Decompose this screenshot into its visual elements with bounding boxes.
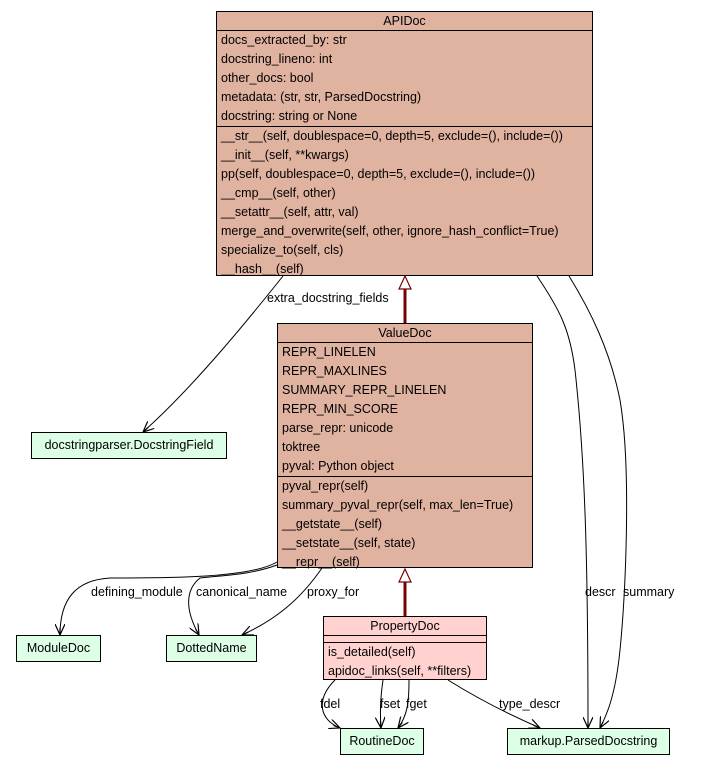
attributes-section: [324, 636, 486, 643]
method-row: __hash__(self): [221, 262, 304, 276]
class-routinedoc[interactable]: RoutineDoc: [340, 728, 424, 755]
edge-label-summary: summary: [623, 585, 675, 599]
edge-extra-docstring-fields: [143, 275, 284, 432]
attribute-row: REPR_MIN_SCORE: [282, 402, 398, 416]
method-row: __str__(self, doublespace=0, depth=5, ex…: [221, 129, 563, 143]
edge-label-descr: descr: [585, 585, 616, 599]
method-row: summary_pyval_repr(self, max_len=True): [282, 498, 514, 512]
class-name: PropertyDoc: [324, 617, 486, 636]
class-name: markup.ParsedDocstring: [519, 734, 658, 748]
class-docstringfield[interactable]: docstringparser.DocstringField: [31, 432, 227, 459]
attributes-section: docs_extracted_by: str docstring_lineno: …: [217, 31, 592, 127]
methods-section: __str__(self, doublespace=0, depth=5, ex…: [217, 127, 592, 279]
class-name: RoutineDoc: [349, 734, 415, 748]
methods-section: is_detailed(self) apidoc_links(self, **fi…: [324, 643, 486, 681]
attribute-row: docstring: string or None: [221, 109, 358, 123]
edge-descr: [536, 275, 588, 728]
method-row: __setstate__(self, state): [282, 536, 416, 550]
attribute-row: SUMMARY_REPR_LINELEN: [282, 383, 447, 397]
attribute-row: other_docs: bool: [221, 71, 314, 85]
edge-fset: [380, 679, 383, 728]
method-row: __cmp__(self, other): [221, 186, 336, 200]
edge-label-extra-docstring-fields: extra_docstring_fields: [267, 291, 389, 305]
attribute-row: docs_extracted_by: str: [221, 33, 347, 47]
inheritance-arrowhead-apidoc: [398, 274, 412, 290]
attribute-row: toktree: [282, 440, 321, 454]
class-valuedoc[interactable]: ValueDoc REPR_LINELEN REPR_MAXLINES SUMMAR…: [277, 323, 533, 569]
class-name: DottedName: [176, 641, 247, 655]
edge-defining-module: [60, 561, 278, 635]
edge-fget: [398, 679, 410, 728]
class-name: APIDoc: [217, 12, 592, 31]
class-propertydoc[interactable]: PropertyDoc is_detailed(self) apidoc_link…: [323, 616, 487, 680]
attribute-row: docstring_lineno: int: [221, 52, 333, 66]
attribute-row: parse_repr: unicode: [282, 421, 394, 435]
attribute-row: pyval: Python object: [282, 459, 394, 473]
method-row: specialize_to(self, cls): [221, 243, 344, 257]
method-row: __init__(self, **kwargs): [221, 148, 349, 162]
methods-section: pyval_repr(self) summary_pyval_repr(self,…: [278, 477, 532, 572]
attribute-row: REPR_LINELEN: [282, 345, 376, 359]
edge-summary: [568, 275, 628, 728]
edge-label-fdel: fdel: [320, 697, 341, 711]
class-moduledoc[interactable]: ModuleDoc: [16, 635, 101, 662]
method-row: __repr__(self): [282, 555, 360, 569]
class-parseddocstring[interactable]: markup.ParsedDocstring: [507, 728, 670, 755]
method-row: pp(self, doublespace=0, depth=5, exclude…: [221, 167, 536, 181]
method-row: __getstate__(self): [282, 517, 383, 531]
edge-label-proxy-for: proxy_for: [307, 585, 360, 599]
class-apidoc[interactable]: APIDoc docs_extracted_by: str docstring_l…: [216, 11, 593, 276]
edge-proxy-for: [242, 567, 323, 635]
attributes-section: REPR_LINELEN REPR_MAXLINES SUMMARY_REPR_LI…: [278, 343, 532, 477]
method-row: apidoc_links(self, **filters): [328, 664, 472, 678]
edge-label-fget: fget: [406, 697, 427, 711]
edge-type-descr: [447, 679, 540, 728]
method-row: __setattr__(self, attr, val): [221, 205, 359, 219]
method-row: is_detailed(self): [328, 645, 416, 659]
edge-label-type-descr: type_descr: [499, 697, 561, 711]
method-row: pyval_repr(self): [282, 479, 369, 493]
attribute-row: REPR_MAXLINES: [282, 364, 387, 378]
edge-fdel: [321, 679, 340, 728]
class-name: ValueDoc: [278, 324, 532, 343]
edge-canonical-name: [188, 564, 278, 635]
class-dottedname[interactable]: DottedName: [166, 635, 257, 662]
method-row: merge_and_overwrite(self, other, ignore_…: [221, 224, 559, 238]
edge-label-fset: fset: [380, 697, 401, 711]
class-name: docstringparser.DocstringField: [44, 438, 214, 452]
edge-label-defining-module: defining_module: [91, 585, 183, 599]
edge-label-canonical-name: canonical_name: [196, 585, 288, 599]
inheritance-arrowhead-valuedoc: [398, 567, 412, 583]
attribute-row: metadata: (str, str, ParsedDocstring): [221, 90, 422, 104]
class-name: ModuleDoc: [26, 641, 91, 655]
